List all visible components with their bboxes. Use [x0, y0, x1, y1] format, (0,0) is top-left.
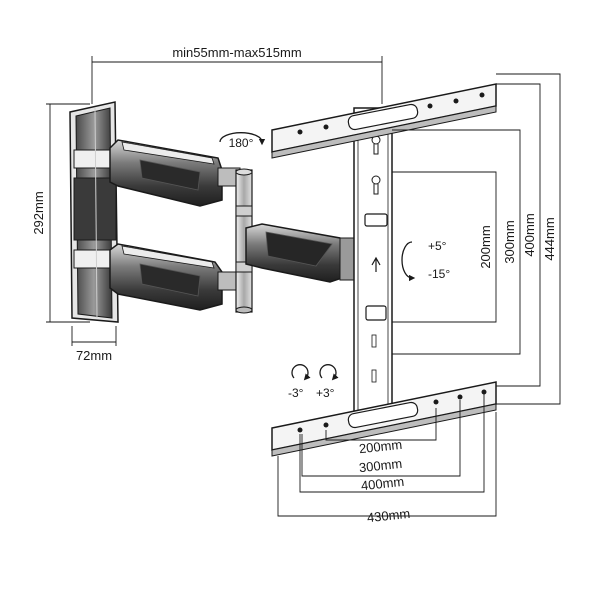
tilt-down-label: -15° [428, 267, 450, 281]
level-left-arrow-icon [291, 364, 311, 381]
horizontal-400-label: 400mm [360, 474, 405, 493]
swivel-arrow-icon [219, 132, 266, 146]
vertical-400-label: 400mm [522, 213, 537, 256]
rotation-indicators [219, 132, 416, 381]
horizontal-430-label: 430mm [366, 506, 411, 525]
horizontal-300-label: 300mm [358, 456, 403, 475]
tilt-up-label: +5° [428, 239, 447, 253]
vertical-bracket [353, 107, 393, 415]
vertical-444-label: 444mm [542, 217, 557, 260]
front-arm [245, 223, 355, 283]
lower-arm [109, 243, 241, 311]
level-minus-label: -3° [288, 386, 304, 400]
level-right-arrow-icon [319, 364, 339, 381]
horizontal-200-label: 200mm [358, 437, 403, 456]
level-plus-label: +3° [316, 386, 335, 400]
wall-plate [69, 101, 119, 323]
dimension-lines [46, 56, 561, 517]
wall-plate-height-label: 292mm [31, 191, 46, 234]
up-arrow-icon [371, 256, 381, 272]
vertical-200-label: 200mm [478, 225, 493, 268]
swivel-label: 180° [229, 136, 254, 150]
upper-arm [109, 139, 241, 207]
vertical-300-label: 300mm [502, 220, 517, 263]
tilt-arrow-icon [401, 241, 416, 282]
top-rail [271, 83, 497, 159]
pivot-post [235, 168, 253, 314]
arm-extension-label: min55mm-max515mm [172, 45, 301, 60]
wall-plate-depth-label: 72mm [76, 348, 112, 363]
bottom-rail [271, 381, 497, 457]
